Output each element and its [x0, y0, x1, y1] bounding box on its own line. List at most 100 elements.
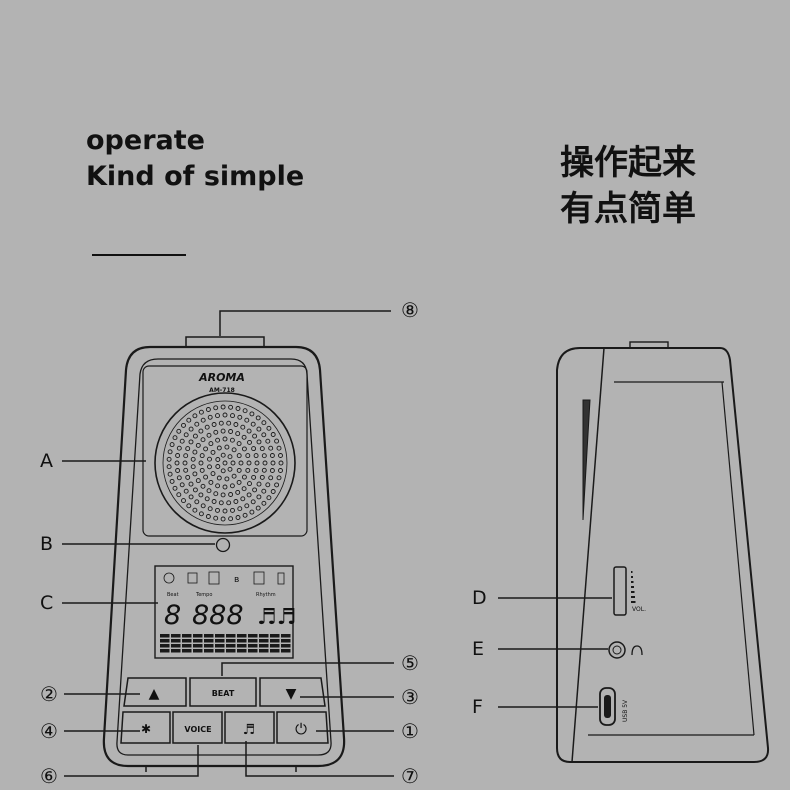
- speaker-hole: [215, 464, 221, 469]
- speaker-hole: [252, 433, 258, 439]
- speaker-hole: [181, 422, 186, 428]
- speaker-hole: [231, 447, 237, 453]
- top-panel: [142, 365, 308, 537]
- lcd-bar-segment: [193, 634, 203, 638]
- speaker-hole: [183, 488, 189, 494]
- speaker-hole: [229, 483, 235, 489]
- lcd-bar-segment: [193, 649, 203, 653]
- lcd-bar-segment: [204, 649, 214, 653]
- power-icon[interactable]: ⏻: [295, 720, 307, 738]
- lcd-bar-segment: [160, 634, 170, 638]
- speaker-hole: [179, 482, 185, 488]
- lcd-bar-segment: [259, 634, 269, 638]
- speaker-hole: [247, 481, 252, 487]
- speaker-hole: [256, 439, 262, 445]
- lcd-bar-segment: [215, 639, 225, 643]
- speaker-hole: [192, 507, 198, 513]
- speaker-hole: [276, 445, 282, 451]
- speaker-hole: [235, 406, 241, 411]
- speaker-hole: [240, 424, 246, 430]
- speaker-hole: [238, 460, 244, 466]
- bluetooth-button-frame[interactable]: [120, 711, 171, 744]
- speaker-hole: [213, 491, 219, 497]
- lcd-bar-segment: [160, 649, 170, 653]
- lcd-bar-segment: [248, 639, 258, 643]
- speaker-hole: [268, 475, 274, 481]
- speaker-hole: [183, 432, 189, 438]
- usb-port[interactable]: [599, 687, 616, 726]
- speaker-hole: [265, 438, 271, 444]
- up-button-frame[interactable]: [123, 677, 187, 707]
- speaker-hole: [205, 514, 211, 519]
- speaker-hole: [188, 426, 194, 432]
- rhythm-note-icon[interactable]: ♬: [243, 722, 256, 738]
- speaker-hole: [204, 424, 210, 430]
- speaker-hole: [242, 512, 248, 518]
- speaker-hole: [188, 439, 194, 445]
- speaker-hole: [192, 449, 198, 455]
- headphone-jack[interactable]: [608, 641, 626, 659]
- speaker-hole: [253, 467, 259, 473]
- speaker-hole: [226, 500, 232, 506]
- speaker-hole: [211, 499, 217, 504]
- lcd-bar-segment: [226, 634, 236, 638]
- speaker-hole: [200, 437, 206, 443]
- speaker-hole: [233, 499, 239, 504]
- speaker-hole: [203, 474, 209, 480]
- speaker-hole: [220, 404, 226, 410]
- lcd-bar-segment: [270, 649, 280, 653]
- speaker-hole: [247, 439, 252, 445]
- speaker-hole: [251, 474, 257, 480]
- lcd-bar-segment: [248, 634, 258, 638]
- speaker-hole: [192, 433, 198, 439]
- speaker-hole: [224, 476, 230, 482]
- speaker-hole: [235, 489, 241, 495]
- speaker-hole: [195, 478, 201, 484]
- speaker-hole: [215, 507, 220, 513]
- speaker-hole: [240, 496, 246, 502]
- lcd-bar-segment: [259, 644, 269, 648]
- down-arrow-icon[interactable]: ▼: [286, 686, 297, 702]
- callout-5: ⑤: [401, 651, 419, 675]
- callout-lines: [62, 310, 612, 777]
- lcd-bar-segment: [281, 649, 291, 653]
- bluetooth-icon[interactable]: ✱: [141, 722, 151, 736]
- speaker-hole: [198, 428, 204, 434]
- lcd-bar-segment: [171, 649, 181, 653]
- volume-wheel[interactable]: [613, 566, 627, 616]
- speaker-hole: [266, 425, 272, 431]
- voice-button-label[interactable]: VOICE: [184, 725, 211, 734]
- speaker-hole: [227, 466, 233, 472]
- beat-button-label[interactable]: BEAT: [212, 689, 235, 698]
- lcd-bar-segment: [259, 649, 269, 653]
- speaker-hole: [256, 426, 262, 432]
- beat-button-frame[interactable]: [189, 677, 257, 707]
- lcd-screen: [154, 565, 294, 659]
- voice-button-frame[interactable]: [172, 711, 223, 744]
- speaker-hole: [220, 492, 226, 498]
- speaker-hole: [242, 408, 248, 414]
- speaker-hole: [246, 492, 252, 498]
- speaker-hole: [218, 420, 224, 426]
- lcd-bar-segment: [226, 639, 236, 643]
- speaker-hole: [254, 460, 260, 466]
- speaker-hole: [169, 442, 175, 448]
- speaker-hole: [244, 503, 250, 509]
- up-arrow-icon[interactable]: ▲: [149, 686, 160, 702]
- callout-3: ③: [401, 685, 419, 709]
- speaker-hole: [255, 415, 261, 421]
- speaker-hole: [226, 420, 232, 426]
- speaker-hole: [194, 421, 200, 427]
- power-button-frame[interactable]: [276, 711, 329, 744]
- down-button-frame[interactable]: [259, 677, 326, 707]
- speaker-hole: [213, 515, 219, 521]
- rhythm-button-frame[interactable]: [224, 711, 275, 744]
- speaker-hole: [200, 483, 206, 489]
- speaker-hole: [227, 454, 233, 460]
- speaker-hole: [261, 453, 267, 459]
- speaker-hole: [241, 486, 247, 492]
- speaker-hole: [166, 464, 172, 470]
- speaker-hole: [246, 428, 252, 434]
- speaker-hole: [228, 492, 234, 497]
- side-speaker-edge: [582, 399, 591, 521]
